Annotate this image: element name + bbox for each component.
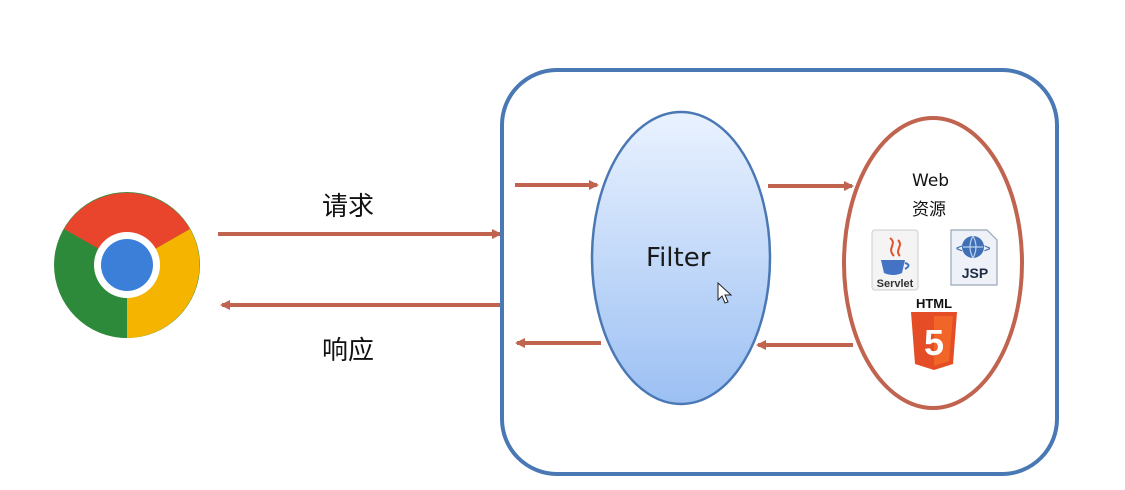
html5-icon: HTML 5 xyxy=(911,296,957,370)
html5-glyph: 5 xyxy=(924,322,944,363)
servlet-icon: Servlet xyxy=(871,229,919,291)
cursor-icon xyxy=(717,281,733,304)
server-container xyxy=(500,68,1059,476)
jsp-icon: < > JSP xyxy=(950,229,998,286)
web-resource-title: Web xyxy=(912,171,950,191)
svg-text:<: < xyxy=(956,243,962,255)
chrome-icon xyxy=(54,192,200,338)
svg-text:>: > xyxy=(984,243,990,255)
request-label: 请求 xyxy=(322,192,375,222)
filter-label: Filter xyxy=(646,243,711,273)
web-resource-subtitle: 资源 xyxy=(912,200,946,220)
response-label: 响应 xyxy=(322,336,375,366)
filter-node xyxy=(590,110,772,406)
web-resource-node xyxy=(842,116,1024,410)
servlet-caption: Servlet xyxy=(877,278,914,290)
html5-caption: HTML xyxy=(916,296,952,311)
jsp-caption: JSP xyxy=(962,265,988,281)
